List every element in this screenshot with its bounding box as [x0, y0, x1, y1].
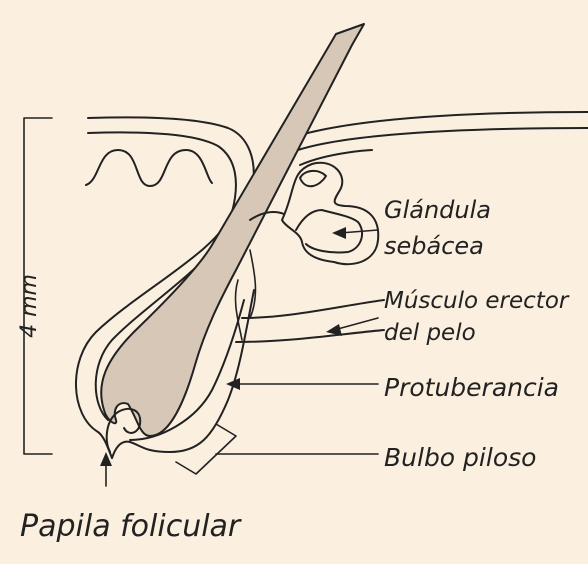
label-bulbo: Bulbo piloso: [384, 443, 536, 472]
label-papila: Papila folicular: [20, 509, 242, 544]
scale-label: 4 mm: [17, 274, 42, 338]
leader-musculo: [326, 317, 379, 336]
leader-bulbo: [175, 423, 379, 475]
label-del-pelo: del pelo: [384, 320, 476, 346]
skin-surface: [87, 111, 588, 213]
sebaceous-gland: [249, 161, 380, 266]
dermal-papillae-wave: [85, 149, 213, 187]
label-sebacea: sebácea: [384, 232, 484, 260]
scale-bracket: [23, 117, 53, 455]
label-glandula: Glándula: [384, 196, 491, 224]
label-musculo: Músculo erector: [384, 288, 570, 314]
leader-glandula: [332, 227, 379, 239]
arrow-papila: [100, 452, 112, 487]
arrector-pili-muscle: [234, 249, 385, 343]
leader-protuberancia: [226, 378, 379, 390]
label-protuberancia: Protuberancia: [384, 373, 559, 402]
dermal-papilla: [105, 407, 142, 453]
hair-shaft: [100, 23, 365, 437]
